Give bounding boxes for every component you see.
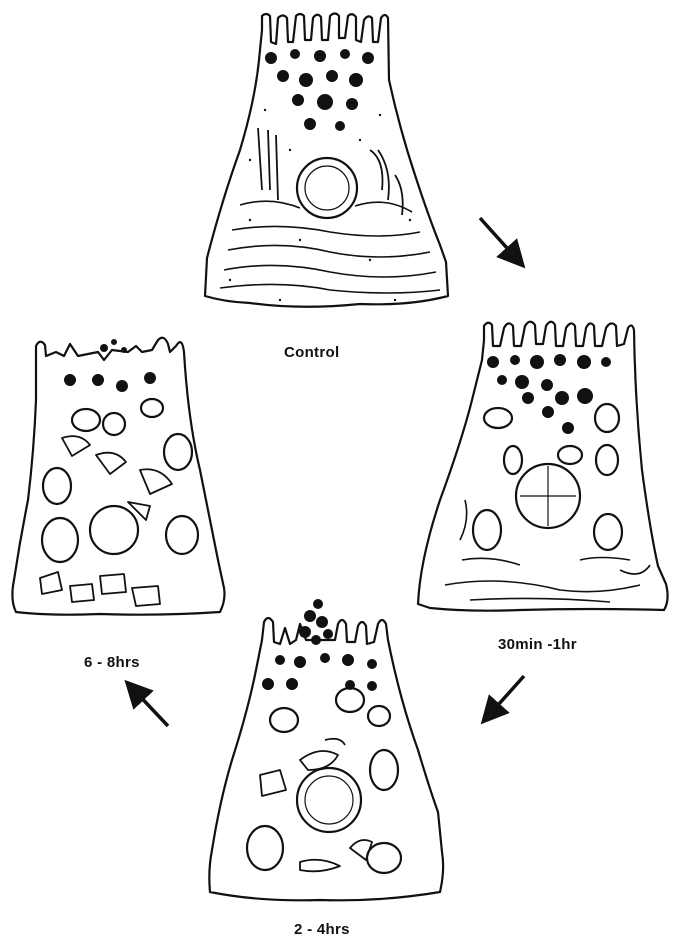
label-6-8hrs: 6 - 8hrs — [84, 654, 140, 671]
cell-control — [205, 14, 448, 307]
label-2-4hrs: 2 - 4hrs — [294, 921, 350, 938]
arrow-2-4hrs-to-6-8hrs — [134, 690, 168, 726]
control-secretory-granules — [265, 49, 374, 131]
arrows — [134, 218, 524, 726]
arrow-30min-to-2-4hrs — [490, 676, 524, 714]
2-4hrs-granules — [262, 599, 377, 691]
cell-6-8hrs — [12, 338, 224, 615]
arrow-control-to-30min — [480, 218, 516, 258]
control-cytoplasm-dots — [229, 109, 411, 301]
30min-granules — [487, 354, 611, 434]
label-30min-1hr: 30min -1hr — [498, 636, 577, 653]
6-8hrs-granules — [64, 339, 156, 392]
label-control: Control — [284, 344, 339, 361]
